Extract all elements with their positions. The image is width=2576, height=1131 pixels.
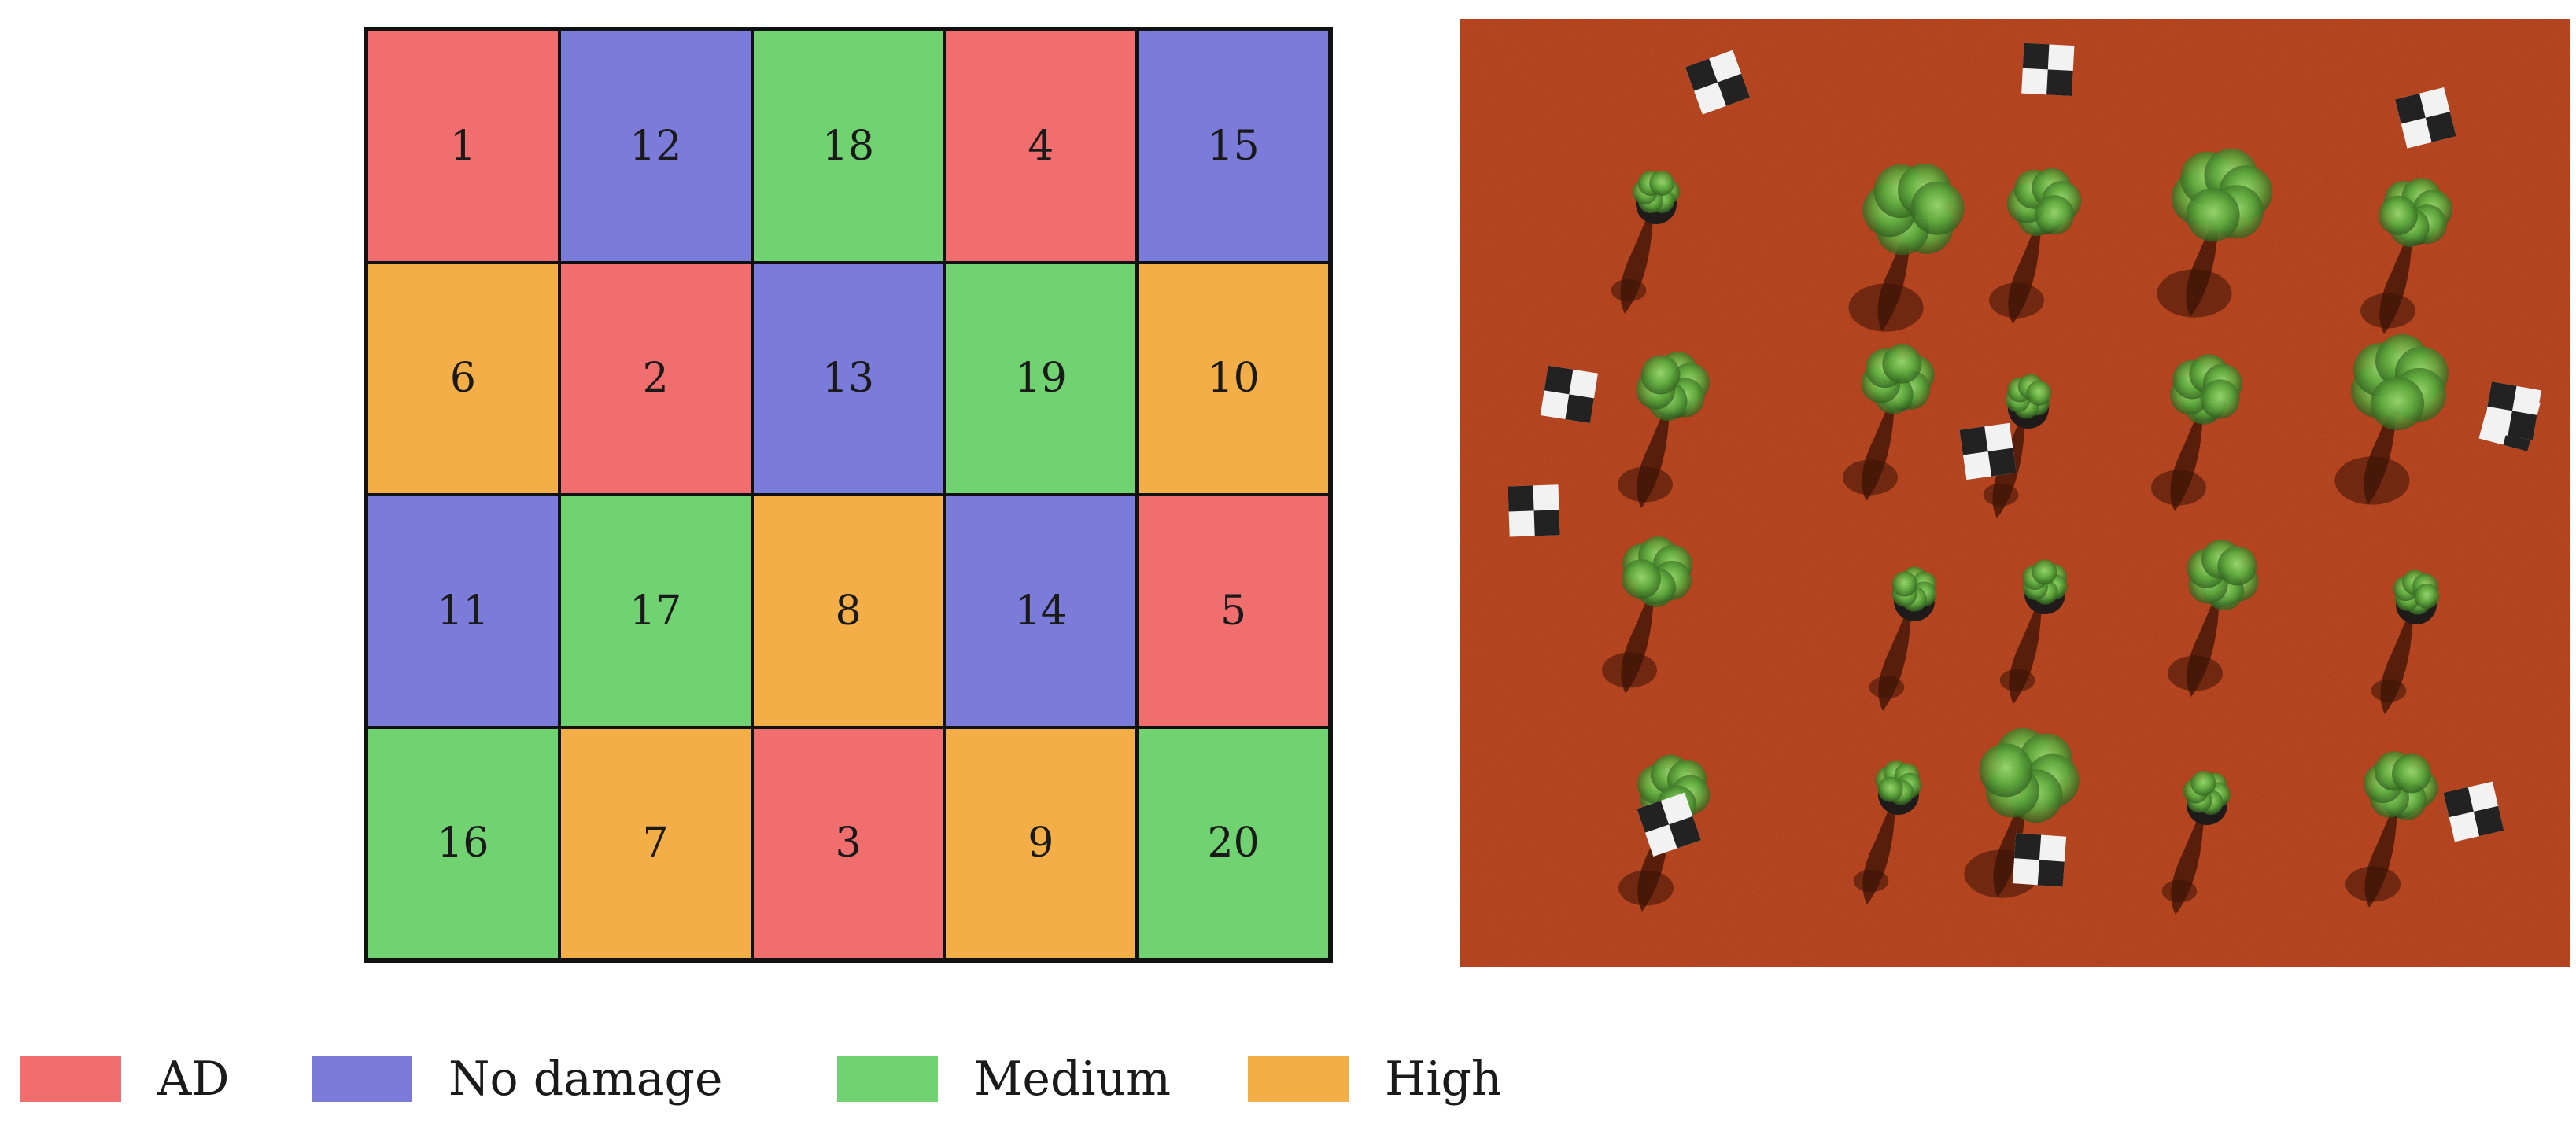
plant-shadow <box>2345 866 2401 902</box>
plant-foliage <box>1979 728 2080 823</box>
plot-cell: 11 <box>367 495 559 728</box>
legend-label: Medium <box>974 1052 1172 1107</box>
plant-shadow <box>2161 879 2198 903</box>
legend-label: High <box>1385 1052 1502 1107</box>
legend-item: AD <box>20 1048 229 1111</box>
aerial-plot-photo <box>1460 19 2570 967</box>
plant-foliage <box>1636 351 1710 422</box>
legend-item: High <box>1248 1048 1502 1111</box>
plot-cell: 9 <box>944 727 1138 960</box>
ground-marker <box>1685 50 1751 115</box>
ground-marker <box>1959 422 2017 481</box>
legend-swatch <box>837 1056 938 1102</box>
plot-cell: 1 <box>367 30 559 263</box>
plant-shadow <box>1983 483 2019 507</box>
legend: AD No damage Medium High <box>20 1048 1594 1111</box>
plant-shadow <box>1618 466 1673 503</box>
plant-shadow <box>1602 652 1657 688</box>
plant-foliage <box>2006 168 2082 237</box>
plant-shadow <box>1999 669 2035 692</box>
legend-swatch <box>312 1056 412 1102</box>
plot-cell: 6 <box>367 262 559 495</box>
ground-marker <box>2443 781 2504 842</box>
plant-shadow <box>2157 269 2232 318</box>
plant-shadow <box>1869 676 1905 699</box>
ground-marker <box>1637 792 1701 857</box>
plot-cell: 3 <box>751 727 945 960</box>
plant-shadow <box>2334 456 2410 505</box>
legend-label: AD <box>157 1052 230 1107</box>
plant-foliage <box>2005 374 2052 419</box>
plant-foliage <box>1621 536 1693 607</box>
plant-shadow <box>2151 470 2206 506</box>
ground-marker <box>2482 381 2542 440</box>
plant-foliage <box>2393 569 2440 615</box>
plot-cell: 13 <box>751 262 945 495</box>
plant-shadow <box>1843 459 1898 496</box>
ground-marker <box>1540 365 1598 423</box>
plant-shadow <box>1853 869 1889 893</box>
plot-cell: 18 <box>751 30 945 263</box>
legend-item: Medium <box>837 1048 1171 1111</box>
plant-shadow <box>2360 293 2415 329</box>
plant-foliage <box>1891 566 1937 612</box>
plant-shadow <box>1618 870 1674 906</box>
plot-cell: 4 <box>944 30 1138 263</box>
plant-shadow <box>2168 655 2223 691</box>
plant-foliage <box>2183 770 2231 816</box>
plant-shadow <box>2371 679 2407 702</box>
plant-shadow <box>1848 283 1924 332</box>
plot-cell: 14 <box>944 495 1138 728</box>
plot-cell: 16 <box>367 727 559 960</box>
plot-cell: 17 <box>559 495 752 728</box>
plant-foliage <box>1632 170 1681 214</box>
ground-marker <box>2012 833 2067 887</box>
plant-foliage <box>2187 540 2259 610</box>
plot-cell: 8 <box>751 495 945 728</box>
plant-foliage <box>2363 751 2438 820</box>
legend-swatch <box>20 1056 121 1102</box>
plant-shadow <box>1989 282 2044 319</box>
plot-cell: 10 <box>1137 262 1330 495</box>
ground-marker <box>2395 87 2456 149</box>
legend-swatch <box>1248 1056 1349 1102</box>
plant-foliage <box>2351 333 2449 431</box>
ground-marker <box>2021 42 2075 97</box>
plot-cell: 2 <box>559 262 752 495</box>
plot-cell: 19 <box>944 262 1138 495</box>
plot-cell: 7 <box>559 727 752 960</box>
legend-label: No damage <box>448 1052 723 1107</box>
plant-foliage <box>1861 344 1935 414</box>
ground-marker <box>1508 484 1560 537</box>
plant-foliage <box>2022 559 2068 605</box>
plot-cell: 12 <box>559 30 752 263</box>
plot-cell: 5 <box>1137 495 1330 728</box>
plot-cell: 15 <box>1137 30 1330 263</box>
plant-shadow <box>1611 278 1647 302</box>
plant-foliage <box>2170 354 2242 425</box>
plant-foliage <box>1862 163 1965 256</box>
plant-foliage <box>2378 178 2453 247</box>
legend-item: No damage <box>312 1048 722 1111</box>
plant-foliage <box>2171 148 2273 242</box>
plant-foliage <box>1875 760 1922 805</box>
plot-cell: 20 <box>1137 727 1330 960</box>
